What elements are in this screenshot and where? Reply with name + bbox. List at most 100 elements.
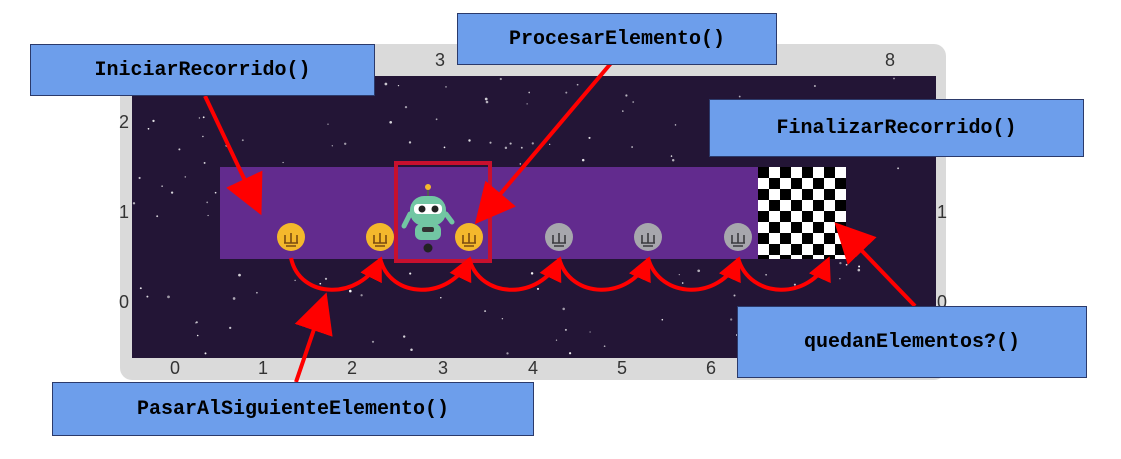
step-arrow	[736, 256, 831, 292]
star	[733, 294, 736, 297]
star	[501, 318, 504, 320]
star	[319, 282, 322, 285]
step-arrow	[646, 256, 741, 292]
star	[294, 279, 296, 282]
star	[443, 146, 446, 149]
arrow-pasar	[294, 292, 333, 383]
star	[371, 340, 375, 343]
star	[568, 352, 572, 355]
star	[697, 269, 701, 273]
star	[409, 272, 412, 275]
left-label-0: 0	[119, 292, 129, 312]
star	[397, 84, 400, 87]
star	[857, 268, 861, 272]
star	[678, 273, 680, 276]
label-finalizar-recorrido: FinalizarRecorrido()	[709, 99, 1084, 157]
star	[167, 295, 170, 299]
star	[139, 287, 142, 290]
star	[206, 201, 209, 204]
star	[202, 116, 205, 119]
checkered-flag-icon	[758, 167, 846, 259]
robot-icon	[401, 184, 455, 253]
star	[576, 83, 579, 86]
star	[195, 322, 197, 324]
star	[528, 91, 531, 94]
star	[146, 295, 149, 298]
star	[203, 161, 206, 164]
step-arrow	[289, 256, 382, 292]
star	[178, 148, 181, 151]
label-procesar-elemento: ProcesarElemento()	[457, 13, 777, 65]
bottom-label-5: 5	[617, 358, 627, 378]
star	[404, 105, 408, 109]
bottom-label-3: 3	[438, 358, 448, 378]
star	[489, 141, 492, 144]
left-label-2: 2	[119, 112, 129, 132]
star	[526, 103, 528, 105]
star	[204, 352, 207, 355]
right-label-0: 0	[937, 292, 947, 312]
star	[549, 143, 551, 145]
arrow-iniciar	[203, 95, 263, 216]
star	[564, 328, 567, 331]
star	[214, 191, 217, 194]
star	[147, 127, 150, 130]
star	[632, 101, 635, 103]
arrow-quedan	[834, 222, 917, 308]
step-arrow	[467, 256, 562, 292]
bottom-label-2: 2	[347, 358, 357, 378]
star	[730, 318, 733, 321]
star	[622, 110, 624, 112]
star	[897, 167, 900, 170]
star	[327, 123, 329, 125]
star	[207, 214, 209, 217]
star	[531, 142, 534, 145]
star	[681, 282, 684, 284]
star	[241, 139, 244, 142]
label-pasar-al-siguiente-elemento: PasarAlSiguienteElemento()	[52, 382, 534, 436]
star	[360, 294, 363, 297]
star	[202, 135, 204, 138]
star	[468, 139, 471, 142]
star	[389, 120, 393, 124]
star	[625, 94, 628, 97]
grid-axis-labels: 3 8 2 1 0 1 0 0 1 2 3 4 5 6	[119, 50, 947, 378]
star	[349, 289, 352, 293]
star	[132, 202, 136, 205]
star	[670, 155, 673, 157]
star	[839, 278, 841, 280]
star	[765, 273, 767, 276]
step-arrow	[378, 256, 472, 292]
star	[152, 119, 155, 123]
star	[589, 331, 591, 333]
star	[520, 146, 523, 149]
star	[504, 146, 508, 150]
star	[530, 272, 534, 275]
bulb-lit-icon	[366, 223, 394, 251]
star	[519, 163, 522, 165]
star	[138, 176, 141, 180]
star	[445, 86, 447, 88]
step-arrow	[557, 256, 651, 292]
star	[674, 124, 677, 126]
star	[344, 142, 347, 145]
star	[232, 297, 236, 300]
label-iniciar-recorrido: IniciarRecorrido()	[30, 44, 375, 96]
step-arrows	[289, 256, 831, 292]
star	[588, 136, 591, 139]
star	[331, 145, 333, 147]
bottom-label-1: 1	[258, 358, 268, 378]
star	[581, 158, 585, 162]
star	[485, 100, 489, 104]
star	[282, 161, 284, 164]
star	[161, 185, 163, 187]
arrow-procesar	[474, 60, 614, 225]
star	[229, 326, 232, 330]
bulb-lit-icon	[277, 223, 305, 251]
label-quedan-elementos: quedanElementos?()	[737, 306, 1087, 378]
star	[555, 339, 558, 341]
bottom-label-6: 6	[706, 358, 716, 378]
bulb-off-icon	[724, 223, 752, 251]
left-label-1: 1	[119, 202, 129, 222]
bottom-label-0: 0	[170, 358, 180, 378]
